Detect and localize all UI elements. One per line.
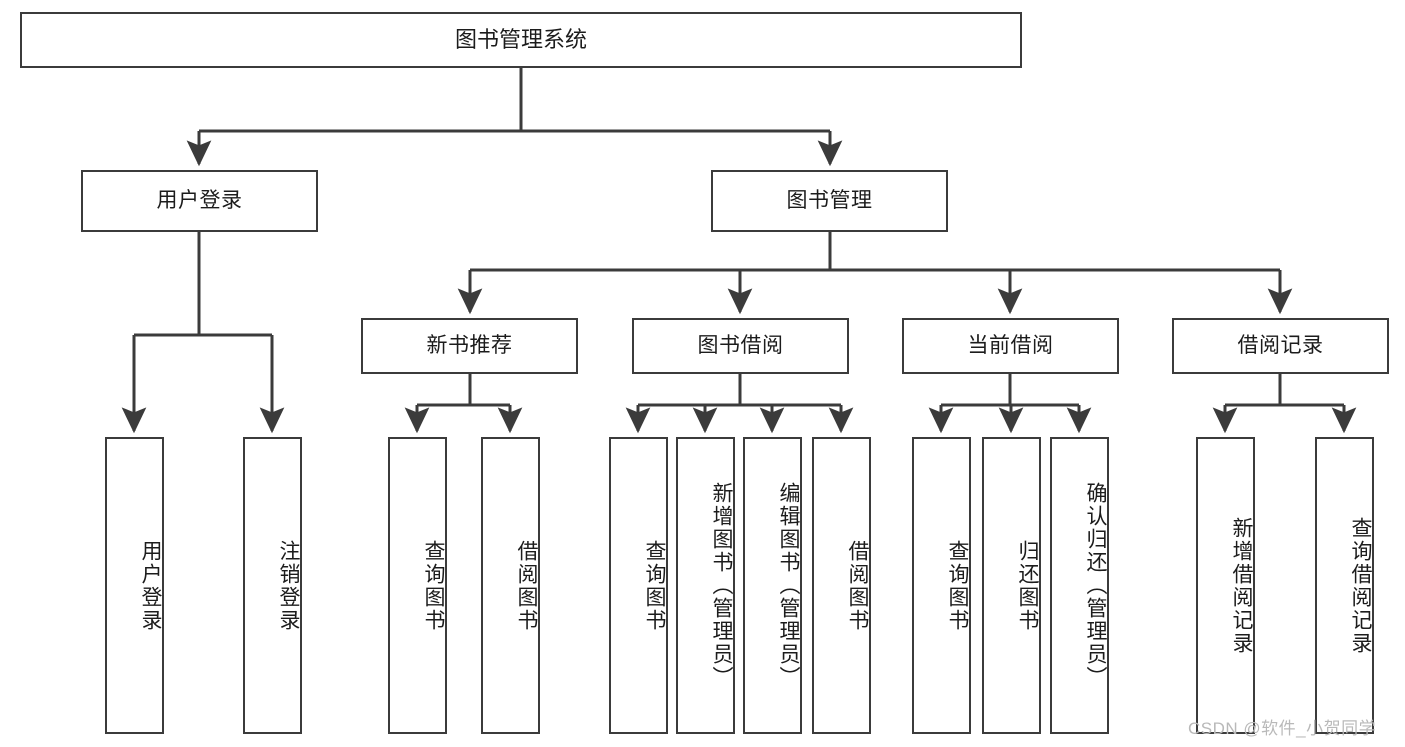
node-borrow-record[interactable]: 借阅记录: [1172, 318, 1389, 374]
node-label: 图书管理: [786, 189, 873, 213]
node-label: 用户登录: [139, 539, 162, 632]
node-label: 图书借阅: [697, 334, 784, 358]
node-label: 查询图书: [422, 539, 445, 632]
node-label: 新增图书（管理员）: [710, 482, 733, 689]
node-label: 新书推荐: [426, 334, 513, 358]
leaf-borrow-query-book[interactable]: 查询图书: [609, 437, 668, 734]
node-root-system[interactable]: 图书管理系统: [20, 12, 1022, 68]
node-label: 查询图书: [946, 539, 969, 632]
leaf-recommend-borrow-book[interactable]: 借阅图书: [481, 437, 540, 734]
node-book-borrow[interactable]: 图书借阅: [632, 318, 849, 374]
node-label: 新增借阅记录: [1230, 516, 1253, 655]
node-user-login[interactable]: 用户登录: [81, 170, 318, 232]
node-label: 编辑图书（管理员）: [777, 482, 800, 689]
node-label: 借阅记录: [1237, 334, 1324, 358]
node-label: 借阅图书: [515, 539, 538, 632]
node-book-management[interactable]: 图书管理: [711, 170, 948, 232]
node-label: 借阅图书: [846, 539, 869, 632]
node-label: 确认归还（管理员）: [1084, 482, 1107, 689]
leaf-borrow-add-book[interactable]: 新增图书（管理员）: [676, 437, 735, 734]
node-label: 用户登录: [156, 189, 243, 213]
node-label: 注销登录: [277, 539, 300, 632]
leaf-record-query-record[interactable]: 查询借阅记录: [1315, 437, 1374, 734]
leaf-current-confirm-return[interactable]: 确认归还（管理员）: [1050, 437, 1109, 734]
leaf-user-login[interactable]: 用户登录: [105, 437, 164, 734]
leaf-current-return-book[interactable]: 归还图书: [982, 437, 1041, 734]
leaf-user-logout[interactable]: 注销登录: [243, 437, 302, 734]
node-label: 当前借阅: [967, 334, 1054, 358]
leaf-recommend-query-book[interactable]: 查询图书: [388, 437, 447, 734]
node-new-book-recommend[interactable]: 新书推荐: [361, 318, 578, 374]
node-current-borrow[interactable]: 当前借阅: [902, 318, 1119, 374]
leaf-record-add-record[interactable]: 新增借阅记录: [1196, 437, 1255, 734]
leaf-borrow-borrow-book[interactable]: 借阅图书: [812, 437, 871, 734]
node-label: 图书管理系统: [454, 27, 587, 53]
leaf-current-query-book[interactable]: 查询图书: [912, 437, 971, 734]
watermark: CSDN @软件_小贺同学: [1188, 719, 1377, 738]
node-label: 归还图书: [1016, 539, 1039, 632]
leaf-borrow-edit-book[interactable]: 编辑图书（管理员）: [743, 437, 802, 734]
node-label: 查询借阅记录: [1349, 516, 1372, 655]
node-label: 查询图书: [643, 539, 666, 632]
